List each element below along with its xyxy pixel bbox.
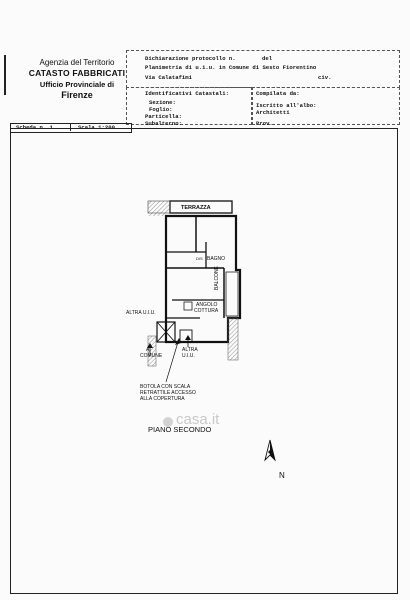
catasto-title: CATASTO FABBRICATI [28,68,126,78]
watermark: casa.it [176,411,220,428]
watermark-logo-icon [163,417,173,427]
agency-heading: Agenzia del Territorio CATASTO FABBRICAT… [24,57,130,101]
subalterno-label: Subalterno: [145,120,182,127]
civic-label: civ. [318,74,332,81]
room-label-angolo: ANGOLO [196,302,218,308]
margin-rule [4,55,6,95]
foglio-label: Foglio: [149,106,173,113]
register-value: Architetti [256,109,290,116]
room-label-bagno: BAGNO [207,256,226,262]
room-label-cottura: COTTURA [194,308,219,314]
label-common: COMUNE [140,353,163,359]
planimetria-label: Planimetria di u.i.u. in Comune di Sesto… [145,64,317,71]
declaration-label: Dichiarazione protocollo n. [145,55,236,62]
north-label: N [279,471,285,480]
compiled-title: Compilata da: [256,90,300,97]
room-label-dis: DIS [196,256,203,261]
room-label-balcone: BALCONE [214,266,220,290]
label-hatch-1: BOTOLA CON SCALA [140,384,191,390]
sezione-label: Sezione: [149,99,176,106]
agency-name: Agenzia del Territorio [39,58,115,67]
floor-level-label: PIANO SECONDO [148,425,212,434]
office-label: Ufficio Provinciale di [39,80,115,89]
province-label: Prov. [256,120,273,127]
address-label: Via Calatafimi [145,74,192,81]
declaration-date-label: del [262,55,273,62]
label-other-unit-left: ALTRA U.I.U. [126,310,156,316]
drawing-frame [10,128,398,594]
label-hatch-3: ALLA COPERTURA [140,396,185,402]
label-other-unit-mid: ALTRA [182,347,198,353]
particella-label: Particella: [145,113,182,120]
sheet-scale: Scala 1:200 [78,124,115,131]
label-hatch-2: RETRATTILE ACCESSO [140,390,196,396]
sheet-number: Scheda n. 1 [16,124,53,131]
register-label: Iscritto all'albo: [256,102,317,109]
identifiers-box [126,87,252,125]
identifiers-title: Identificativi Catastali: [145,90,229,97]
sheet-info-divider [70,123,71,131]
office-city: Firenze [61,90,93,100]
label-other-unit-mid-2: U.I.U. [182,353,195,359]
label-common-a: A [146,347,150,353]
room-label-terrazza: TERRAZZA [181,205,211,211]
compiled-box [252,87,400,125]
